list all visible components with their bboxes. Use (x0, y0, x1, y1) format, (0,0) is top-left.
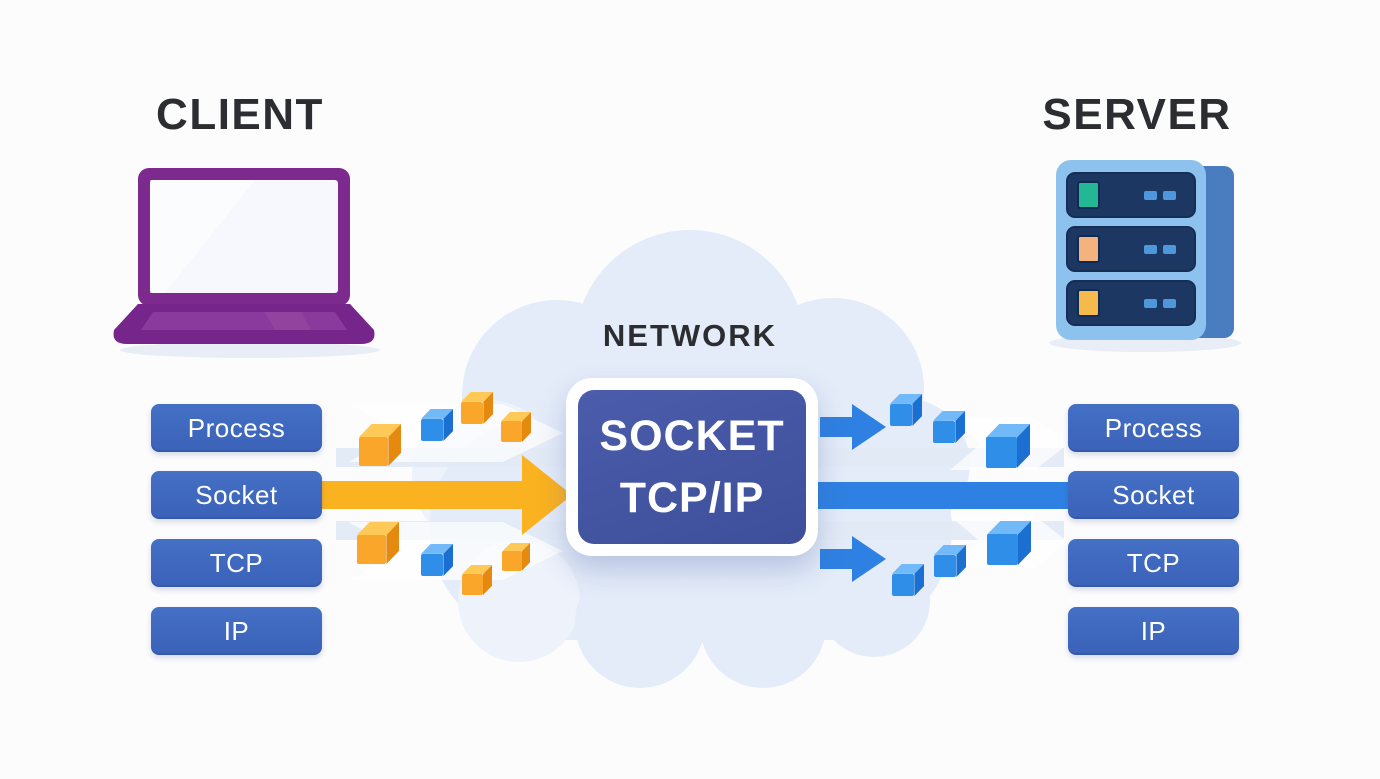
client-stack-process: Process (151, 404, 322, 452)
client-stack-ip: IP (151, 607, 322, 655)
server-stack-ip: IP (1068, 607, 1239, 655)
network-label: NETWORK (602, 318, 778, 353)
server-title: SERVER (1042, 90, 1232, 139)
server-stack-tcp: TCP (1068, 539, 1239, 587)
client-stack-tcp: TCP (151, 539, 322, 587)
server-stack-process: Process (1068, 404, 1239, 452)
packet-cube-icon (892, 564, 924, 596)
client-stack-socket: Socket (151, 471, 322, 519)
client-title: CLIENT (156, 90, 324, 139)
socket-tcpip-box: SOCKET TCP/IP (566, 378, 818, 556)
cloud-bump (818, 545, 930, 657)
packet-cube-icon (933, 411, 965, 443)
packet-cube-icon (890, 394, 922, 426)
packet-cube-icon (357, 522, 399, 564)
laptop-icon (113, 168, 380, 358)
socket-tcpip-box-inner: SOCKET TCP/IP (578, 390, 806, 544)
cloud-bump (700, 562, 826, 688)
packet-cube-icon (421, 544, 453, 576)
cloud-bump (575, 558, 705, 688)
socket-box-line2: TCP/IP (619, 474, 765, 522)
packet-cube-icon (359, 424, 401, 466)
server-stack-socket: Socket (1068, 471, 1239, 519)
packet-cube-icon (501, 412, 531, 442)
packet-cube-icon (987, 521, 1031, 565)
socket-box-line1: SOCKET (599, 411, 785, 460)
packet-cube-icon (421, 409, 453, 441)
packet-cube-icon (502, 543, 530, 571)
packet-cube-icon (986, 424, 1030, 468)
packet-cube-icon (934, 545, 966, 577)
server-rack-icon (1049, 160, 1241, 352)
packet-cube-icon (461, 392, 493, 424)
packet-cube-icon (462, 565, 492, 595)
